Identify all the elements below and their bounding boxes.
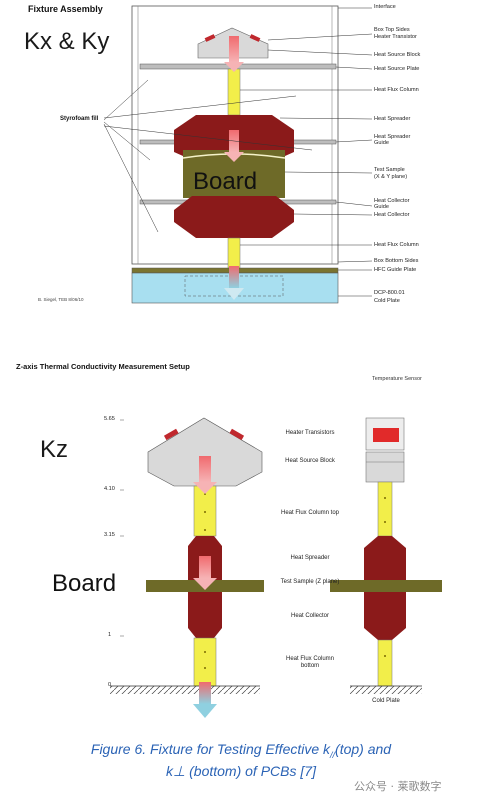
board-label-bottom: Board <box>52 570 117 597</box>
heat-flux-column-lower <box>227 237 241 269</box>
label-test-sample-line1: Test Sample <box>374 167 405 173</box>
label-heat-flux-column-lower: Heat Flux Column <box>374 242 419 248</box>
sensor-column-bottom <box>377 639 393 687</box>
label-heat-spreader-guide: Heat Spreader Guide <box>374 134 411 147</box>
heater-transistor-z-right <box>229 428 245 441</box>
caption-line1-text: Figure 6. Fixture for Testing Effective … <box>90 741 331 757</box>
heater-transistor-left <box>204 34 216 42</box>
label-heat-collector-guide: Heat Collector Guide <box>374 198 410 211</box>
heat-flux-column-bottom-z <box>193 637 217 687</box>
label-leaders-top <box>240 7 373 297</box>
tick-4-10: 4.10 <box>104 486 115 492</box>
kz-label: Kz <box>40 436 69 463</box>
height-axis-ticks <box>120 419 124 687</box>
label-heat-flux-column-top-z: Heat Flux Column top <box>280 510 340 516</box>
label-cold-plate-top: Cold Plate <box>374 298 400 304</box>
heater-transistor-right <box>249 34 261 42</box>
z-axis-setup-diagram <box>110 417 442 718</box>
label-heat-source-plate: Heat Source Plate <box>374 66 420 72</box>
heat-collector-z <box>188 592 222 638</box>
caption-subscript: // <box>330 749 336 760</box>
label-heat-flux-column-bottom-z: Heat Flux Column bottom <box>285 656 335 669</box>
tick-0: 0 <box>108 682 112 688</box>
bottom-diagram-title: Z-axis Thermal Conductivity Measurement … <box>16 362 190 371</box>
label-heater-transistors-z: Heater Transistors <box>285 430 335 436</box>
label-heat-collector-z: Heat Collector <box>290 613 329 619</box>
label-box-bottom-sides: Box Bottom Sides <box>374 258 419 264</box>
label-heat-source-block-z: Heat Source Block <box>285 458 335 464</box>
label-interface: Interface <box>374 4 396 10</box>
figure-caption-line1: Figure 6. Fixture for Testing Effective … <box>0 741 482 760</box>
label-dcp: DCP-800.01 <box>374 290 405 296</box>
styrofoam-leaders <box>103 79 313 233</box>
label-heat-collector: Heat Collector <box>374 212 410 218</box>
label-test-sample-line2: (X & Y plane) <box>374 174 408 180</box>
heat-collector <box>174 196 294 238</box>
label-box-top-sides: Box Top Sides <box>374 27 410 33</box>
tick-1: 1 <box>108 632 112 638</box>
ground-hatch-left <box>110 686 260 694</box>
sensor-column-top <box>377 481 393 537</box>
label-heat-source-block: Heat Source Block <box>374 52 421 58</box>
heat-source-block-z <box>147 417 263 487</box>
temperature-sensor-label: Temperature Sensor <box>372 376 422 382</box>
label-heater-transistor: Heater Transistor <box>374 34 417 40</box>
styrofoam-label: Styrofoam fill <box>60 116 99 122</box>
sensor-source-block <box>365 451 405 483</box>
label-cold-plate-z: Cold Plate <box>372 698 400 704</box>
heater-transistor-z-left <box>163 428 179 441</box>
ground-hatch-right <box>350 686 422 694</box>
label-heat-spreader: Heat Spreader <box>374 116 411 122</box>
label-test-sample-z: Test Sample (Z plane) <box>280 579 340 585</box>
label-heat-spreader-z: Heat Spreader <box>290 555 330 561</box>
heat-flux-arrows-z <box>193 456 217 718</box>
kx-ky-label: Kx & Ky <box>24 28 110 55</box>
board-label-top: Board <box>193 168 258 195</box>
temperature-sensor-red <box>373 428 399 442</box>
label-hfc-guide-plate: HFC Guide Plate <box>374 267 417 273</box>
figure-caption-line2: k⊥ (bottom) of PCBs [7] <box>166 763 316 779</box>
author-credit: B. Siegel, TEB 8/06/10 <box>38 297 84 302</box>
top-diagram-title: Fixture Assembly <box>28 4 103 14</box>
watermark: 公众号 · 莱歌数字 <box>354 780 442 793</box>
heat-flux-column-upper <box>227 68 241 116</box>
tick-3-15: 3.15 <box>104 532 115 538</box>
fixture-assembly-diagram <box>103 5 373 304</box>
tick-5-65: 5.65 <box>104 416 115 422</box>
label-heat-flux-column-upper: Heat Flux Column <box>374 87 419 93</box>
caption-line1-tail: (top) and <box>335 741 392 757</box>
sensor-board <box>330 580 442 592</box>
